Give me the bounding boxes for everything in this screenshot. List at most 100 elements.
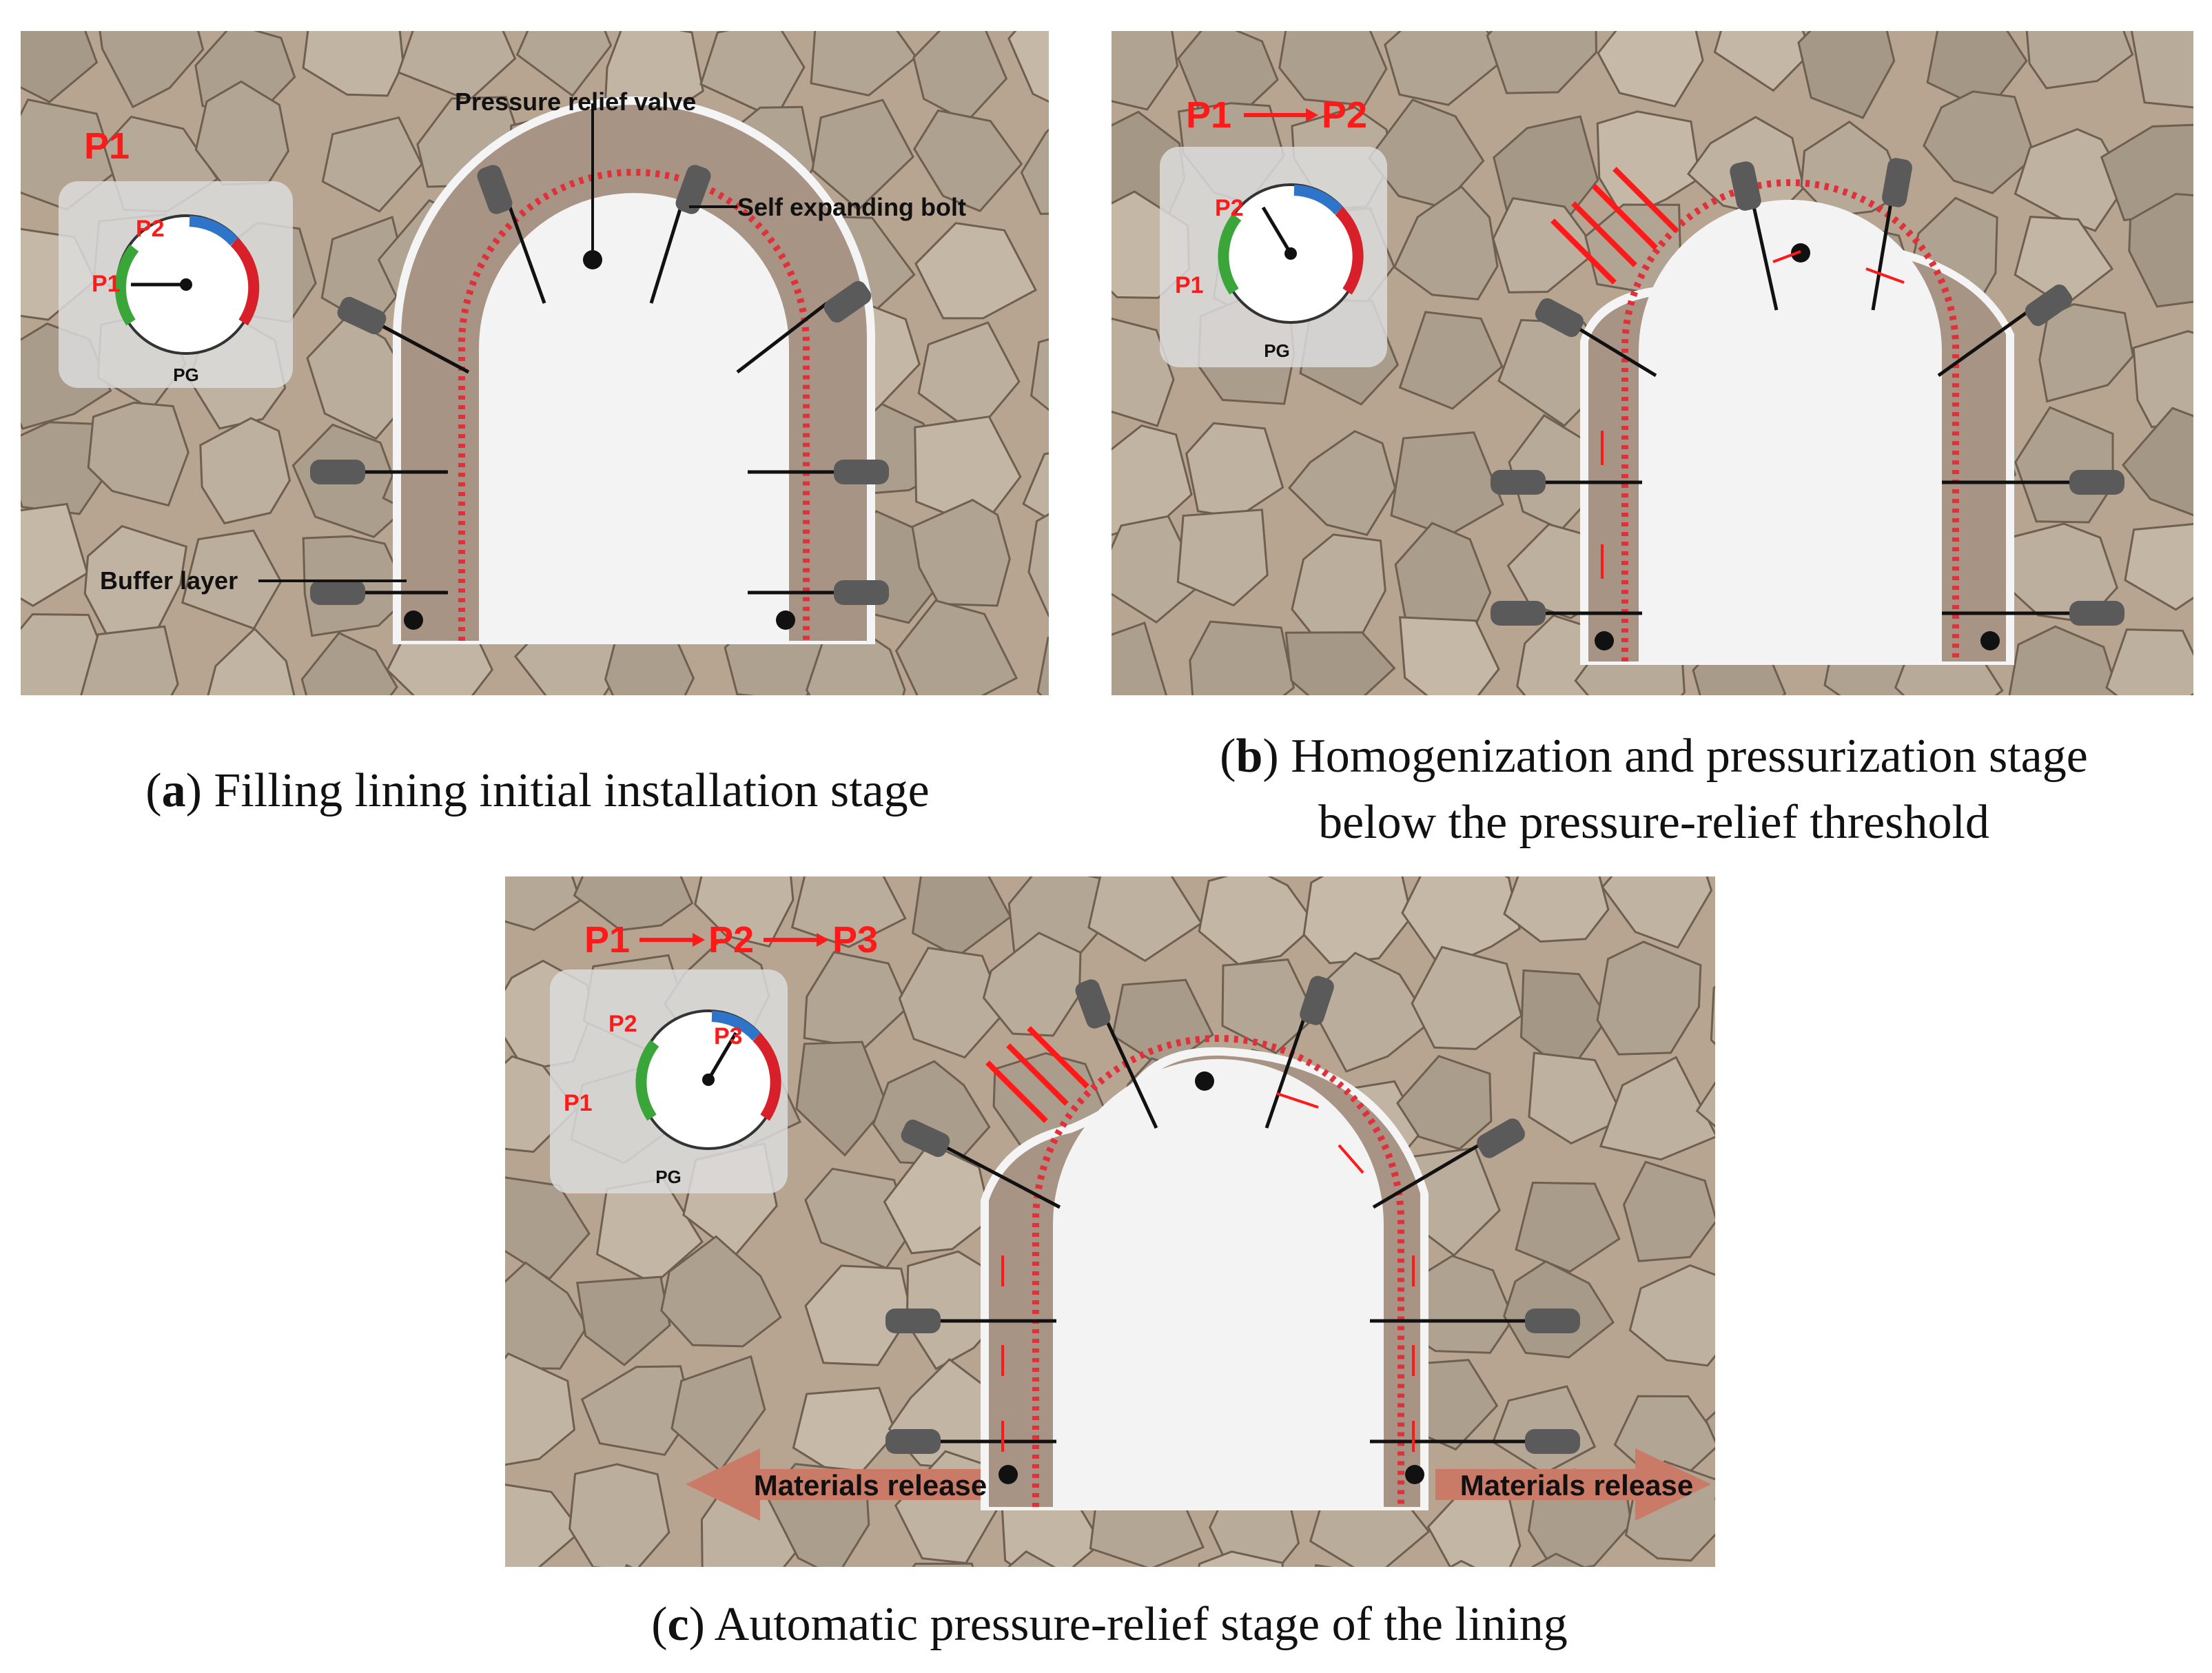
support-mesh: [1032, 1035, 1404, 1507]
rock-stone: [1396, 1054, 1493, 1151]
filling-layer: [1588, 207, 2006, 661]
rock-stone: [1020, 128, 1049, 215]
rock-stone: [1486, 31, 1598, 94]
pressure-label-p1: P1: [584, 919, 630, 961]
rock-stone: [913, 109, 1023, 212]
rock-stone: [805, 628, 906, 695]
rock-stone: [1596, 941, 1702, 1056]
rock-stone: [1198, 876, 1318, 966]
rock-stone: [1390, 431, 1504, 537]
rock-stone: [2132, 330, 2193, 429]
caption-c-letter: c: [667, 1598, 689, 1651]
pressure-gauge: P1 P2 P3 PG: [550, 969, 788, 1193]
rock-stone: [1401, 876, 1521, 970]
pressure-arrows: [985, 1026, 1089, 1123]
pressure-label-p1: P1: [84, 125, 130, 167]
rock-stone: [302, 31, 404, 97]
rock-stone: [1601, 876, 1713, 950]
rock-stone: [660, 1235, 782, 1348]
rock-stone: [207, 627, 296, 695]
rock-stone: [1007, 31, 1049, 103]
rock-stone: [2014, 127, 2128, 232]
rock-stone: [1411, 945, 1523, 1051]
rock-stone: [1030, 338, 1049, 411]
rock-stone: [1189, 620, 1296, 695]
rock-stone: [883, 1142, 992, 1255]
bolt-label: Self expanding bolt: [737, 193, 966, 221]
rock-stone: [1695, 1081, 1715, 1128]
rock-stone: [80, 625, 179, 695]
gauge-needle: [706, 1031, 738, 1081]
rock-stone: [1797, 31, 1896, 119]
rock-stone: [199, 417, 291, 525]
release-arrow-left: Materials release: [686, 1448, 987, 1521]
pressure-label-p3: P3: [832, 919, 878, 961]
rock-stone: [894, 599, 1018, 695]
rock-stone: [804, 1264, 912, 1366]
rock-stone: [811, 99, 914, 212]
caption-b: (b) Homogenization and pressurization st…: [1103, 723, 2205, 856]
flow-arrows: [1601, 250, 1905, 579]
rock-stone: [795, 1040, 889, 1157]
rock-stone: [1599, 1056, 1715, 1161]
pressure-label-p1: P1: [1186, 94, 1231, 136]
rock-stone: [2124, 523, 2193, 611]
rock-stone: [505, 1484, 583, 1567]
rock-stone: [1007, 1550, 1056, 1567]
rock-stone: [914, 222, 1038, 320]
pressure-label-p2: P2: [708, 919, 754, 961]
rock-stone: [569, 1463, 670, 1567]
relief-valve: [1195, 1071, 1214, 1091]
rock-stone: [1398, 616, 1500, 695]
rock-stone: [1284, 631, 1396, 695]
gauge-p2-label: P2: [608, 1011, 637, 1037]
bolt-heads: [1491, 158, 2124, 626]
rock-stone: [2130, 31, 2193, 109]
rock-stone: [505, 1176, 591, 1280]
relief-valve-right: [1405, 1465, 1424, 1484]
rock-stone: [670, 1355, 766, 1472]
panel-c: P1 P2 P3 P1 P2 P3 PG: [505, 876, 1715, 1567]
gauge-p1-label: P1: [1175, 272, 1204, 298]
bolt-heads: [885, 976, 1580, 1454]
rock-stone: [99, 31, 205, 109]
rock-stone: [1393, 185, 1499, 300]
caption-b-text: Homogenization and pressurization stage: [1291, 730, 2088, 783]
rock-stone: [1027, 513, 1049, 617]
rock-stone: [2008, 625, 2120, 695]
rock-stone: [1022, 452, 1049, 521]
rock-stone: [1628, 1264, 1715, 1367]
rock-stone: [810, 31, 918, 97]
rock-stone: [306, 314, 418, 440]
pressure-sequence: P1 P2: [1186, 94, 1367, 136]
pressure-gauge: P1 P2 PG: [1160, 147, 1387, 367]
rock-stone: [575, 1275, 671, 1366]
rock-stone: [181, 529, 283, 630]
rock-stone: [1198, 1550, 1284, 1567]
support-mesh: [1621, 179, 1959, 661]
buffer-label: Buffer layer: [100, 566, 238, 595]
relief-valve-left: [999, 1465, 1018, 1484]
release-label-right: Materials release: [1460, 1469, 1694, 1501]
gauge-p3-label: P3: [714, 1023, 743, 1049]
pressure-label-p2: P2: [1322, 94, 1367, 136]
rock-stone: [1287, 430, 1397, 536]
rock-stone: [790, 876, 907, 948]
caption-c-text: Automatic pressure-relief stage of the l…: [714, 1598, 1568, 1651]
rock-stone: [982, 932, 1082, 1037]
rock-stone: [911, 876, 1012, 958]
rock-stone: [1705, 1410, 1715, 1444]
rock-stone: [1923, 90, 2036, 194]
rock-stone: [397, 31, 517, 102]
rock-stone: [1112, 31, 1179, 111]
bolt-heads: [310, 165, 889, 605]
caption-a-letter: a: [161, 764, 186, 817]
relief-valve-left: [404, 610, 423, 630]
rock-stone: [1448, 1559, 1476, 1567]
rock-stone: [1528, 1051, 1626, 1145]
rock-stone: [515, 31, 613, 97]
gauge-needle: [1261, 206, 1293, 255]
gauge-p2-label: P2: [136, 216, 165, 242]
rock-stone: [21, 502, 89, 607]
rock-stone: [1530, 1552, 1586, 1567]
